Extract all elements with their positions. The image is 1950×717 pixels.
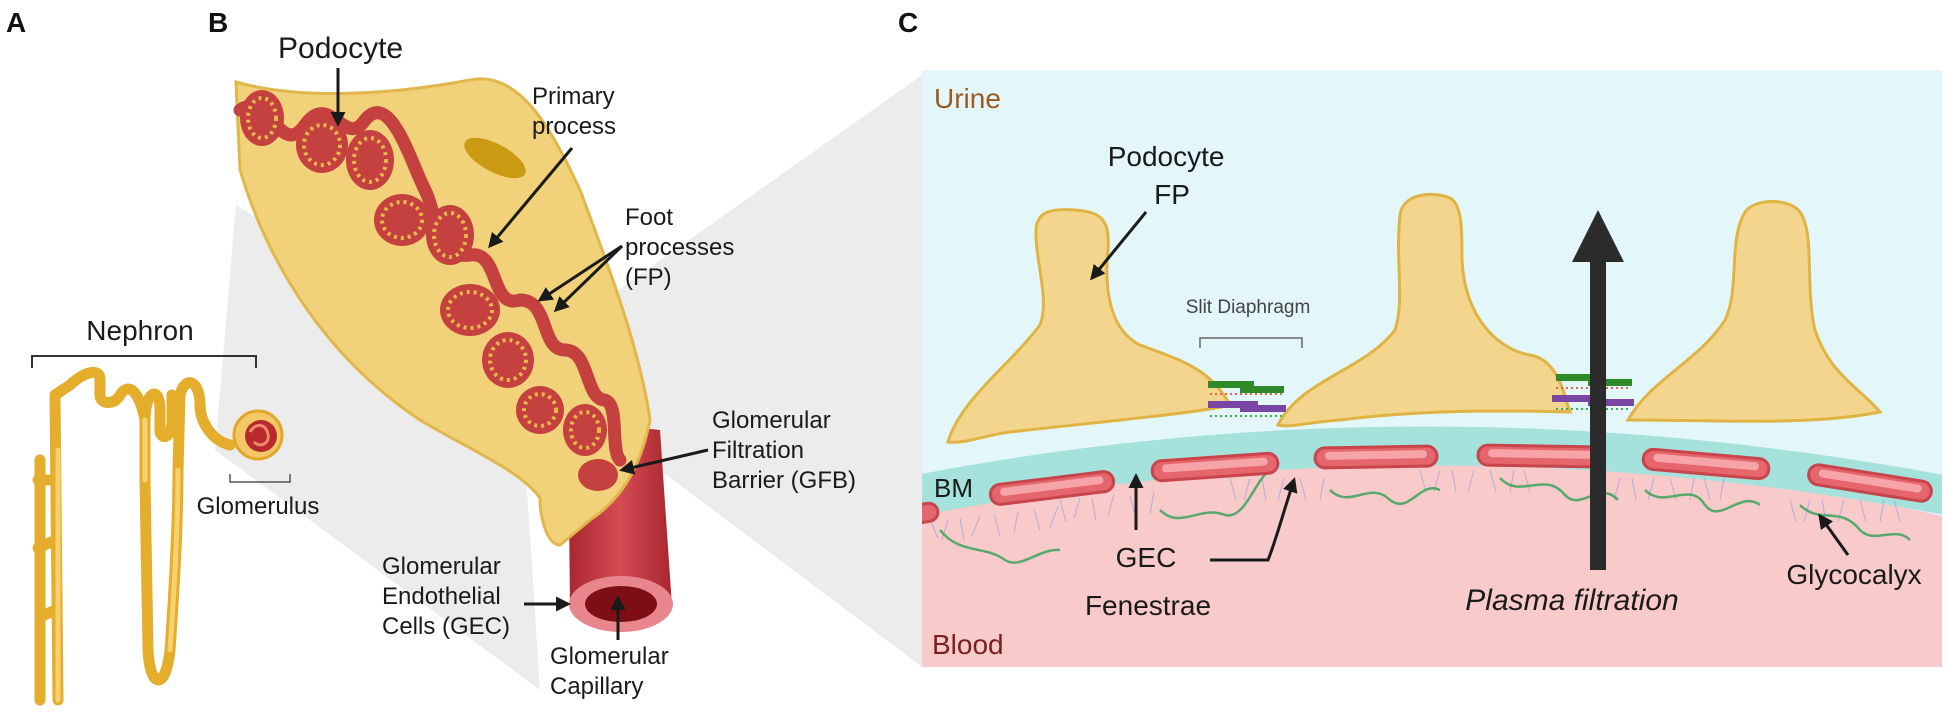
foot-processes-arrow-1	[537, 244, 623, 302]
panel-label-b: B	[208, 7, 228, 38]
zoom-wedge-b-to-c	[590, 75, 922, 667]
fenestrae-arrow	[1210, 477, 1298, 562]
glycocalyx-label: Glycocalyx	[1786, 559, 1921, 590]
slit-diaphragm-label: Slit Diaphragm	[1186, 297, 1311, 318]
primary-process-label: Primary process	[532, 83, 621, 140]
podocyte-fp-arrow	[1090, 211, 1148, 281]
podocyte-label: Podocyte	[278, 32, 403, 65]
slit-diaphragm-bracket	[1199, 337, 1303, 348]
urine-label: Urine	[934, 83, 1001, 114]
foot-process-middle	[1275, 192, 1573, 428]
podocyte-capillary-diagram: Podocyte Primary process Foot processes …	[233, 32, 856, 700]
zoom-wedge-a-to-b	[215, 205, 540, 690]
bm-label: BM	[934, 473, 973, 503]
foot-process-right	[1625, 200, 1883, 423]
plasma-filtration-arrow-shaft	[1590, 258, 1606, 570]
gec-panel-b-label: Glomerular Endothelial Cells (GEC)	[382, 553, 510, 640]
nephron-tubule	[32, 366, 236, 706]
foot-process-fringes	[246, 96, 601, 450]
nephron-bracket	[31, 355, 257, 368]
foot-processes-label: Foot processes (FP)	[625, 204, 741, 291]
endothelial-cell-highlights	[1000, 449, 1922, 496]
foot-processes-arrow-2	[553, 244, 624, 313]
nephron-diagram: Nephron Glomerulus	[31, 315, 320, 706]
basement-membrane	[922, 426, 1942, 516]
filtration-barrier-cross-section: Urine Blood BM Podocyte FP Slit Diaphrag…	[922, 70, 1942, 667]
nephron-tubule-highlight	[55, 417, 181, 703]
podocyte-foot-processes-c	[946, 192, 1883, 444]
blood-space	[922, 457, 1942, 667]
podocyte-fp-label: Podocyte FP	[1108, 141, 1233, 210]
plasma-filtration-label: Plasma filtration	[1465, 584, 1678, 617]
panel-label-a: A	[6, 7, 26, 38]
gec-label: GEC	[1116, 542, 1177, 573]
slit-diaphragm-proteins-1	[1208, 381, 1286, 417]
primary-process-arrow	[488, 147, 574, 249]
capillary-lumen	[585, 586, 657, 622]
glomerulus-icon	[232, 409, 284, 461]
fenestrae-label: Fenestrae	[1085, 590, 1211, 621]
nephron-label: Nephron	[86, 315, 193, 346]
glycocalyx-arrow	[1818, 513, 1850, 556]
panel-label-c: C	[898, 7, 918, 38]
glomerulus-label: Glomerulus	[197, 493, 320, 520]
glomerulus-bracket	[229, 474, 291, 483]
plasma-filtration-arrowhead	[1572, 210, 1624, 262]
blood-label: Blood	[932, 629, 1004, 660]
glomerular-capillary-label: Glomerular Capillary	[550, 643, 675, 700]
foot-process-left	[946, 208, 1233, 444]
gfb-label: Glomerular Filtration Barrier (GFB)	[712, 407, 856, 494]
gfb-arrow	[619, 448, 709, 475]
podocyte-nucleus	[464, 137, 526, 179]
